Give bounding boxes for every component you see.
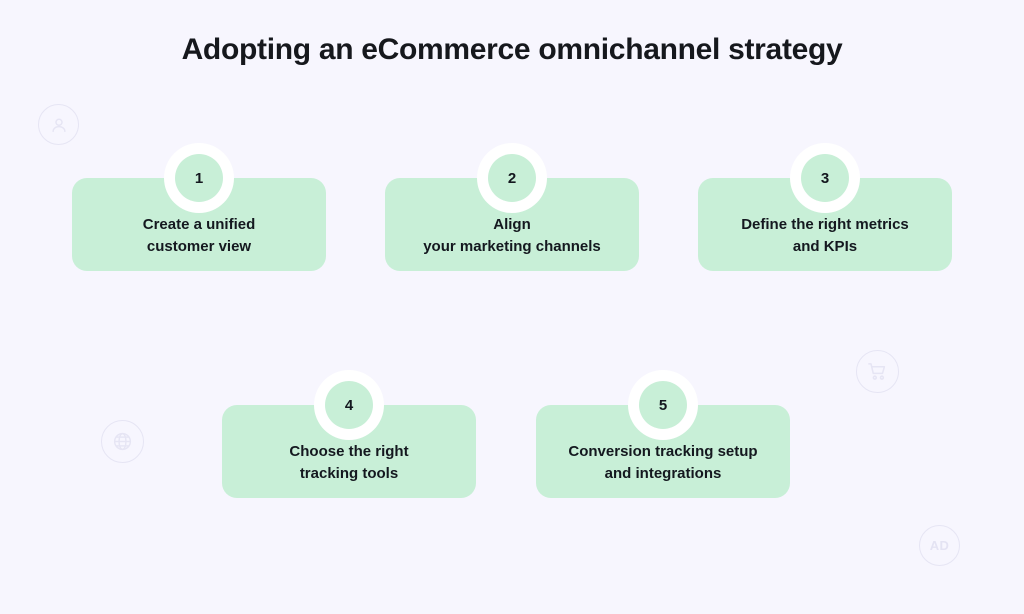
ad-badge-text: AD (929, 538, 950, 553)
step-number-2: 2 (507, 169, 517, 187)
step-badge-1: 1 (164, 143, 234, 213)
step-number-4: 4 (344, 396, 354, 414)
ad-badge-icon: AD (919, 525, 960, 566)
step-label-2: Align your marketing channels (423, 216, 601, 255)
step-card-5[interactable]: Conversion tracking setup and integratio… (536, 405, 790, 498)
shopping-cart-icon (856, 350, 899, 393)
page-title: Adopting an eCommerce omnichannel strate… (181, 33, 843, 66)
step-label-5: Conversion tracking setup and integratio… (568, 443, 758, 482)
step-badge-2: 2 (477, 143, 547, 213)
step-number-1: 1 (194, 169, 204, 187)
step-badge-inner-4: 4 (325, 381, 373, 429)
globe-icon (101, 420, 144, 463)
step-badge-3: 3 (790, 143, 860, 213)
step-number-3: 3 (820, 169, 830, 187)
step-label-1: Create a unified customer view (142, 216, 256, 255)
step-badge-inner-2: 2 (488, 154, 536, 202)
step-badge-inner-3: 3 (801, 154, 849, 202)
step-label-4: Choose the right tracking tools (289, 443, 409, 482)
step-badge-inner-5: 5 (639, 381, 687, 429)
step-number-5: 5 (658, 396, 668, 414)
user-icon (38, 104, 79, 145)
step-badge-5: 5 (628, 370, 698, 440)
step-badge-4: 4 (314, 370, 384, 440)
step-card-4[interactable]: Choose the right tracking tools (222, 405, 476, 498)
step-label-3: Define the right metrics and KPIs (741, 216, 909, 255)
step-badge-inner-1: 1 (175, 154, 223, 202)
